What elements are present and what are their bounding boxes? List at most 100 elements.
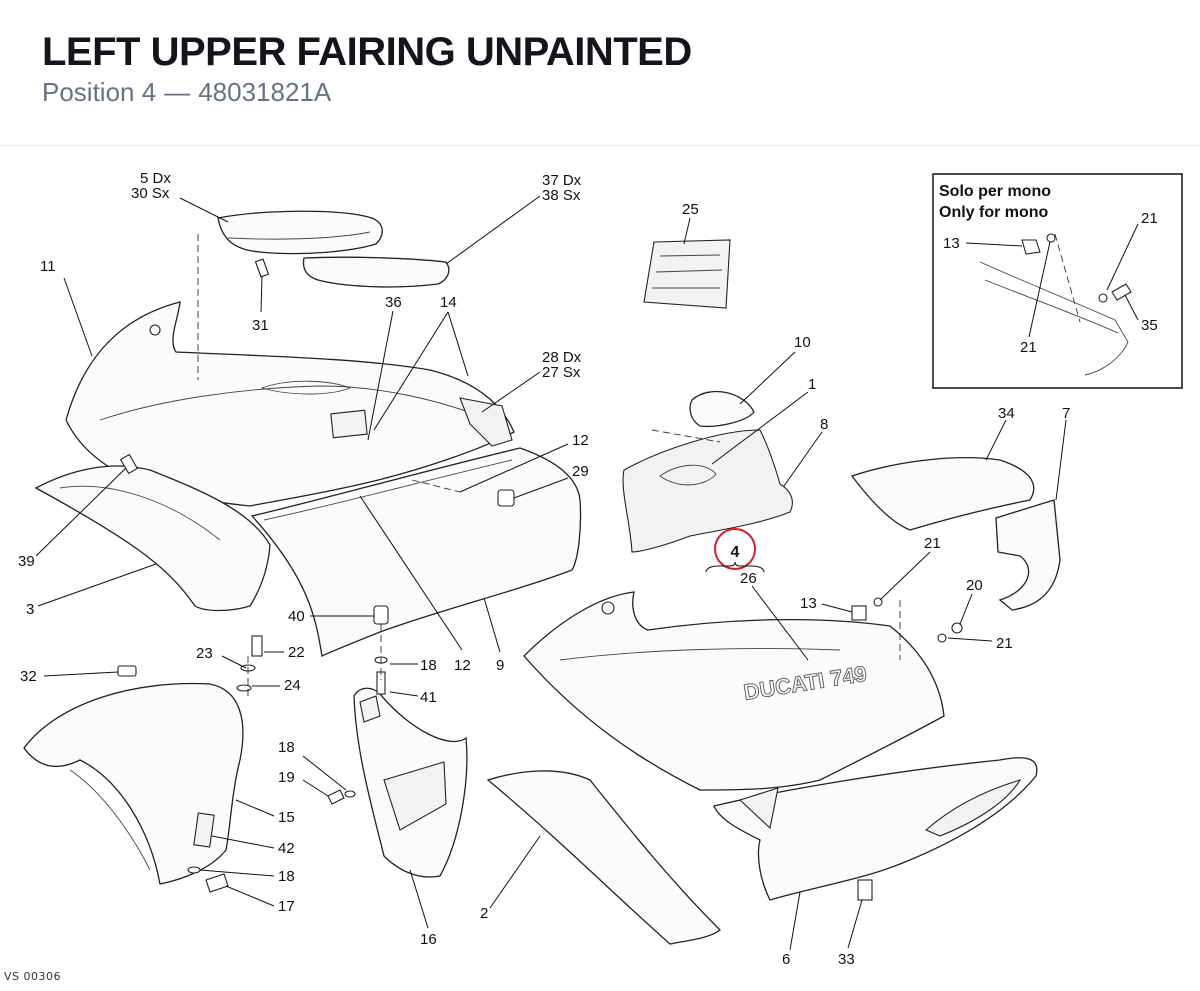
part-37-38-strip (302, 256, 450, 288)
callout-21-right-bottom: 21 (996, 635, 1013, 652)
callout-15: 15 (278, 809, 295, 826)
lead-23 (221, 655, 247, 669)
callout-19: 19 (278, 769, 295, 786)
part-8-liner (622, 429, 793, 553)
mono-inset: Solo per mono Only for mono 13 21 21 35 (932, 173, 1183, 389)
part-18-washer-c (187, 866, 201, 874)
part-18-washer-b (344, 790, 356, 798)
part-6-vent (924, 779, 1022, 837)
callout-3: 3 (26, 601, 34, 618)
part-41-screw (376, 671, 386, 695)
callout-2: 2 (480, 905, 488, 922)
callout-20: 20 (966, 577, 983, 594)
drawing-code: VS 00306 (4, 970, 61, 983)
subtitle-separator: — (164, 77, 191, 107)
position-highlight-number: 4 (731, 544, 740, 561)
part-16-grille (359, 695, 381, 723)
callout-23: 23 (196, 645, 213, 662)
inset-label-13: 13 (943, 235, 960, 252)
lead-34 (985, 419, 1007, 461)
part-39-pin (119, 453, 139, 475)
lead-20 (959, 593, 973, 625)
inset-lead-21a (1106, 223, 1139, 291)
callout-5dx: 5 Dx (140, 170, 171, 187)
lead-21a (879, 551, 931, 601)
callout-18-left: 18 (278, 739, 295, 756)
leader-lines (35, 195, 1067, 951)
inset-screw-35 (1111, 283, 1132, 301)
lead-2 (489, 835, 541, 909)
callout-12-top: 12 (572, 432, 589, 449)
callout-37dx: 37 Dx (542, 172, 582, 189)
part-42-reflector (193, 812, 215, 848)
inset-label-21-top: 21 (1141, 210, 1158, 227)
callout-39: 39 (18, 553, 35, 570)
lead-32 (43, 671, 119, 677)
inset-fairing-edge (979, 261, 1129, 376)
lead-19 (302, 779, 329, 797)
dash-8 (651, 429, 721, 443)
part-29-grommet (497, 489, 515, 507)
lead-31 (260, 275, 263, 313)
part-17-screw (205, 873, 229, 893)
lead-18c (199, 869, 275, 877)
lead-42 (211, 835, 275, 849)
callout-27sx: 27 Sx (542, 364, 581, 381)
inset-line-1: Solo per mono (939, 183, 1051, 200)
lead-39 (35, 467, 127, 557)
part-34-bracket (850, 457, 1035, 531)
part-21-washer-b (937, 633, 947, 643)
lead-6 (789, 891, 801, 951)
callout-28dx: 28 Dx (542, 349, 582, 366)
part-16-window (383, 761, 447, 831)
lead-41 (389, 691, 419, 697)
lead-15 (235, 799, 275, 817)
callout-7: 7 (1062, 405, 1070, 422)
part-11-hole (149, 324, 161, 336)
callout-14: 14 (440, 294, 457, 311)
part-6-scoop (738, 787, 779, 830)
callout-36: 36 (385, 294, 402, 311)
callout-31: 31 (252, 317, 269, 334)
page-title: LEFT UPPER FAIRING UNPAINTED (42, 30, 692, 74)
part-6-lower-fairing (713, 757, 1038, 901)
callout-29: 29 (572, 463, 589, 480)
part-25-decal-texture (652, 254, 723, 289)
part-9-rim (263, 459, 513, 521)
part-15-fender (23, 682, 244, 885)
lead-17 (225, 885, 275, 907)
part-31-screw (254, 258, 270, 278)
position-brace (705, 561, 765, 573)
part-8-cutout (659, 464, 717, 486)
part-2-side-panel (486, 770, 721, 945)
callout-16: 16 (420, 931, 437, 948)
part-3-detail (59, 485, 221, 541)
position-label: Position 4 (42, 77, 157, 107)
callout-38sx: 38 Sx (542, 187, 581, 204)
lead-25 (683, 217, 691, 245)
page-header: LEFT UPPER FAIRING UNPAINTED Position 4—… (0, 0, 1200, 145)
inset-washer-21b (1098, 293, 1108, 303)
inset-label-21-bottom: 21 (1020, 339, 1037, 356)
callout-13: 13 (800, 595, 817, 612)
lead-16 (409, 869, 429, 929)
part-5-30-detail (227, 231, 371, 240)
inset-lead-21b (1028, 241, 1051, 338)
part-11-vent (260, 380, 352, 395)
callout-labels: 5 Dx 30 Sx 37 Dx 38 Sx 25 11 31 36 14 28… (18, 170, 1070, 968)
callout-21-right-top: 21 (924, 535, 941, 552)
lead-29 (513, 477, 569, 499)
inset-washer-21 (1046, 233, 1056, 243)
part-number: 48031821A (198, 77, 332, 107)
part-5-30-cover (217, 210, 383, 255)
page-subtitle: Position 4—48031821A (42, 76, 331, 108)
part-32-clip (117, 665, 137, 677)
callout-42: 42 (278, 840, 295, 857)
lead-3 (37, 563, 157, 607)
part-28-27-bracket (459, 397, 513, 447)
lead-13 (821, 603, 853, 613)
part-11-grille (330, 409, 368, 439)
inset-dash (1054, 233, 1081, 323)
part-13-clip (851, 605, 867, 621)
callout-32: 32 (20, 668, 37, 685)
